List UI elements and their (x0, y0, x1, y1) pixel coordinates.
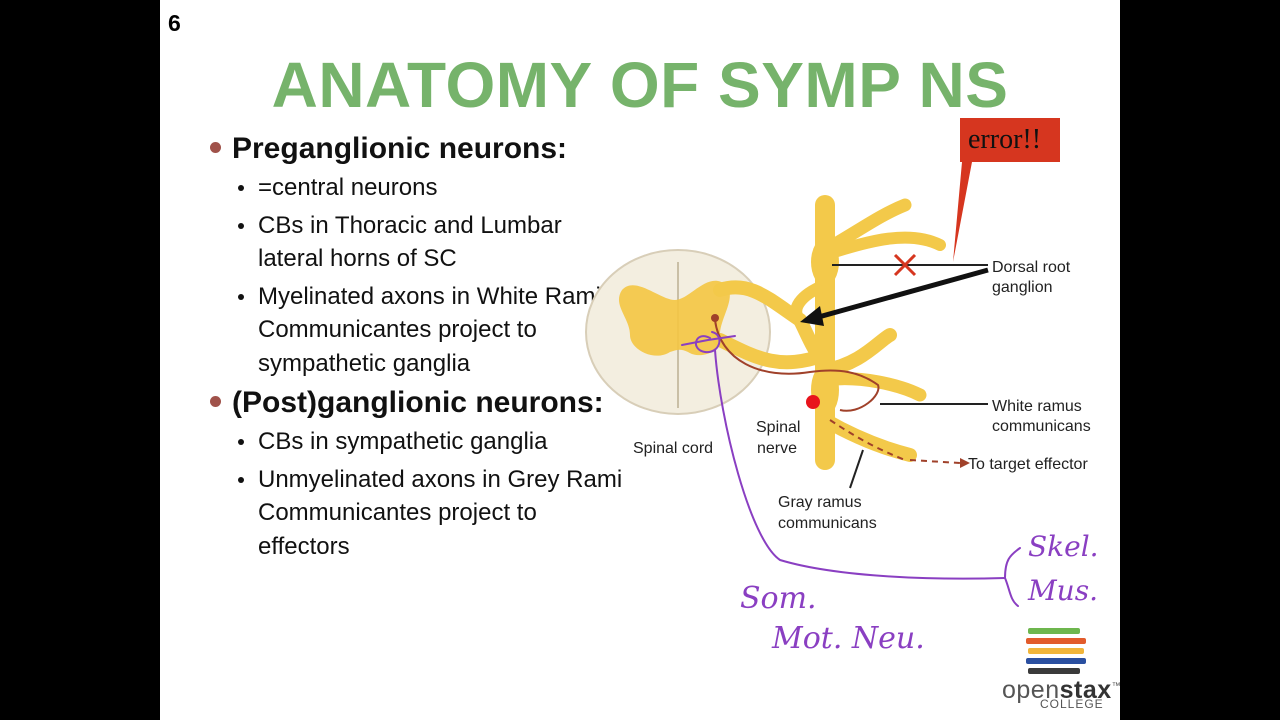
sub-bullet-text: CBs in sympathetic ganglia (258, 428, 548, 455)
label-gray-ramus-1: Gray ramus (778, 494, 862, 511)
openstax-logo-sub: COLLEGE (1040, 697, 1104, 711)
logo-tm: ™ (1111, 680, 1120, 691)
label-dorsal-root-2: ganglion (992, 279, 1053, 296)
bullet-dot-icon (210, 142, 221, 153)
sub-bullet: =central neurons (208, 171, 628, 205)
bullet-list: Preganglionic neurons: =central neurons … (208, 130, 628, 567)
sub-bullet-text: =central neurons (258, 174, 438, 201)
sub-bullet-text: Myelinated axons in White Rami Communica… (258, 282, 601, 377)
bullet-dot-icon (210, 396, 221, 407)
neuron-cell-body-icon (711, 314, 719, 322)
sympathetic-ganglion-upper (811, 238, 839, 286)
sub-bullet-dot-icon (238, 185, 244, 191)
bullet-heading: Preganglionic neurons: (232, 132, 568, 165)
callout-text: error!! (968, 124, 1041, 155)
logo-text-left: open (1002, 676, 1060, 704)
sub-bullet: CBs in Thoracic and Lumbar lateral horns… (208, 209, 628, 276)
label-spinal-cord: Spinal cord (633, 440, 713, 457)
correction-arrow-icon (800, 267, 989, 326)
sub-bullet: Myelinated axons in White Rami Communica… (208, 280, 628, 381)
slide-number: 6 (168, 10, 181, 36)
logo-text-bold: stax (1059, 676, 1112, 704)
bullet-preganglionic: Preganglionic neurons: (208, 130, 628, 167)
sub-bullet-dot-icon (238, 293, 244, 300)
bullet-postganglionic: (Post)ganglionic neurons: (208, 384, 628, 421)
sub-bullet-dot-icon (238, 439, 244, 445)
error-callout: error!! (953, 118, 1060, 262)
handwritten-annotations (681, 331, 1021, 607)
spinal-cord-section (585, 249, 771, 415)
label-spinal-nerve-2: nerve (757, 440, 797, 457)
slide-title: ANATOMY OF SYMP NS (271, 49, 1009, 121)
ink-som: Som. (740, 581, 817, 616)
openstax-logo: openstax™ (1002, 676, 1120, 705)
sub-bullet-dot-icon (238, 222, 244, 229)
error-x-icon (893, 253, 917, 277)
neuron-paths (714, 319, 970, 468)
red-marker-icon (806, 395, 820, 409)
slide: 6 ANATOMY OF SYMP NS Preganglionic neuro… (160, 0, 1120, 720)
ink-mot-neu: Mot. Neu. (771, 621, 925, 656)
openstax-logo-bars-icon (1026, 628, 1086, 674)
handwritten-text: Skel. Mus. Som. Mot. Neu. (740, 530, 1099, 656)
label-white-ramus-1: White ramus (992, 398, 1082, 415)
ink-skel: Skel. (1028, 530, 1099, 563)
label-white-ramus-2: communicans (992, 418, 1091, 435)
label-gray-ramus-2: communicans (778, 515, 877, 532)
spinal-cord-diagram: error!! Spinal cord Spinal nerve Dorsal … (585, 118, 1099, 674)
bullet-heading: (Post)ganglionic neurons: (232, 386, 604, 419)
sub-bullet-dot-icon (238, 476, 244, 483)
sub-bullet-text: Unmyelinated axons in Grey Rami Communic… (258, 465, 623, 560)
ink-mus: Mus. (1027, 574, 1098, 607)
sub-bullet: Unmyelinated axons in Grey Rami Communic… (208, 463, 628, 564)
label-leader-lines (832, 264, 988, 489)
label-dorsal-root-1: Dorsal root (992, 259, 1071, 276)
label-spinal-nerve-1: Spinal (756, 419, 800, 436)
sub-bullet: CBs in sympathetic ganglia (208, 425, 628, 459)
label-target-effector: To target effector (968, 456, 1088, 473)
sub-bullet-text: CBs in Thoracic and Lumbar lateral horns… (258, 211, 562, 273)
